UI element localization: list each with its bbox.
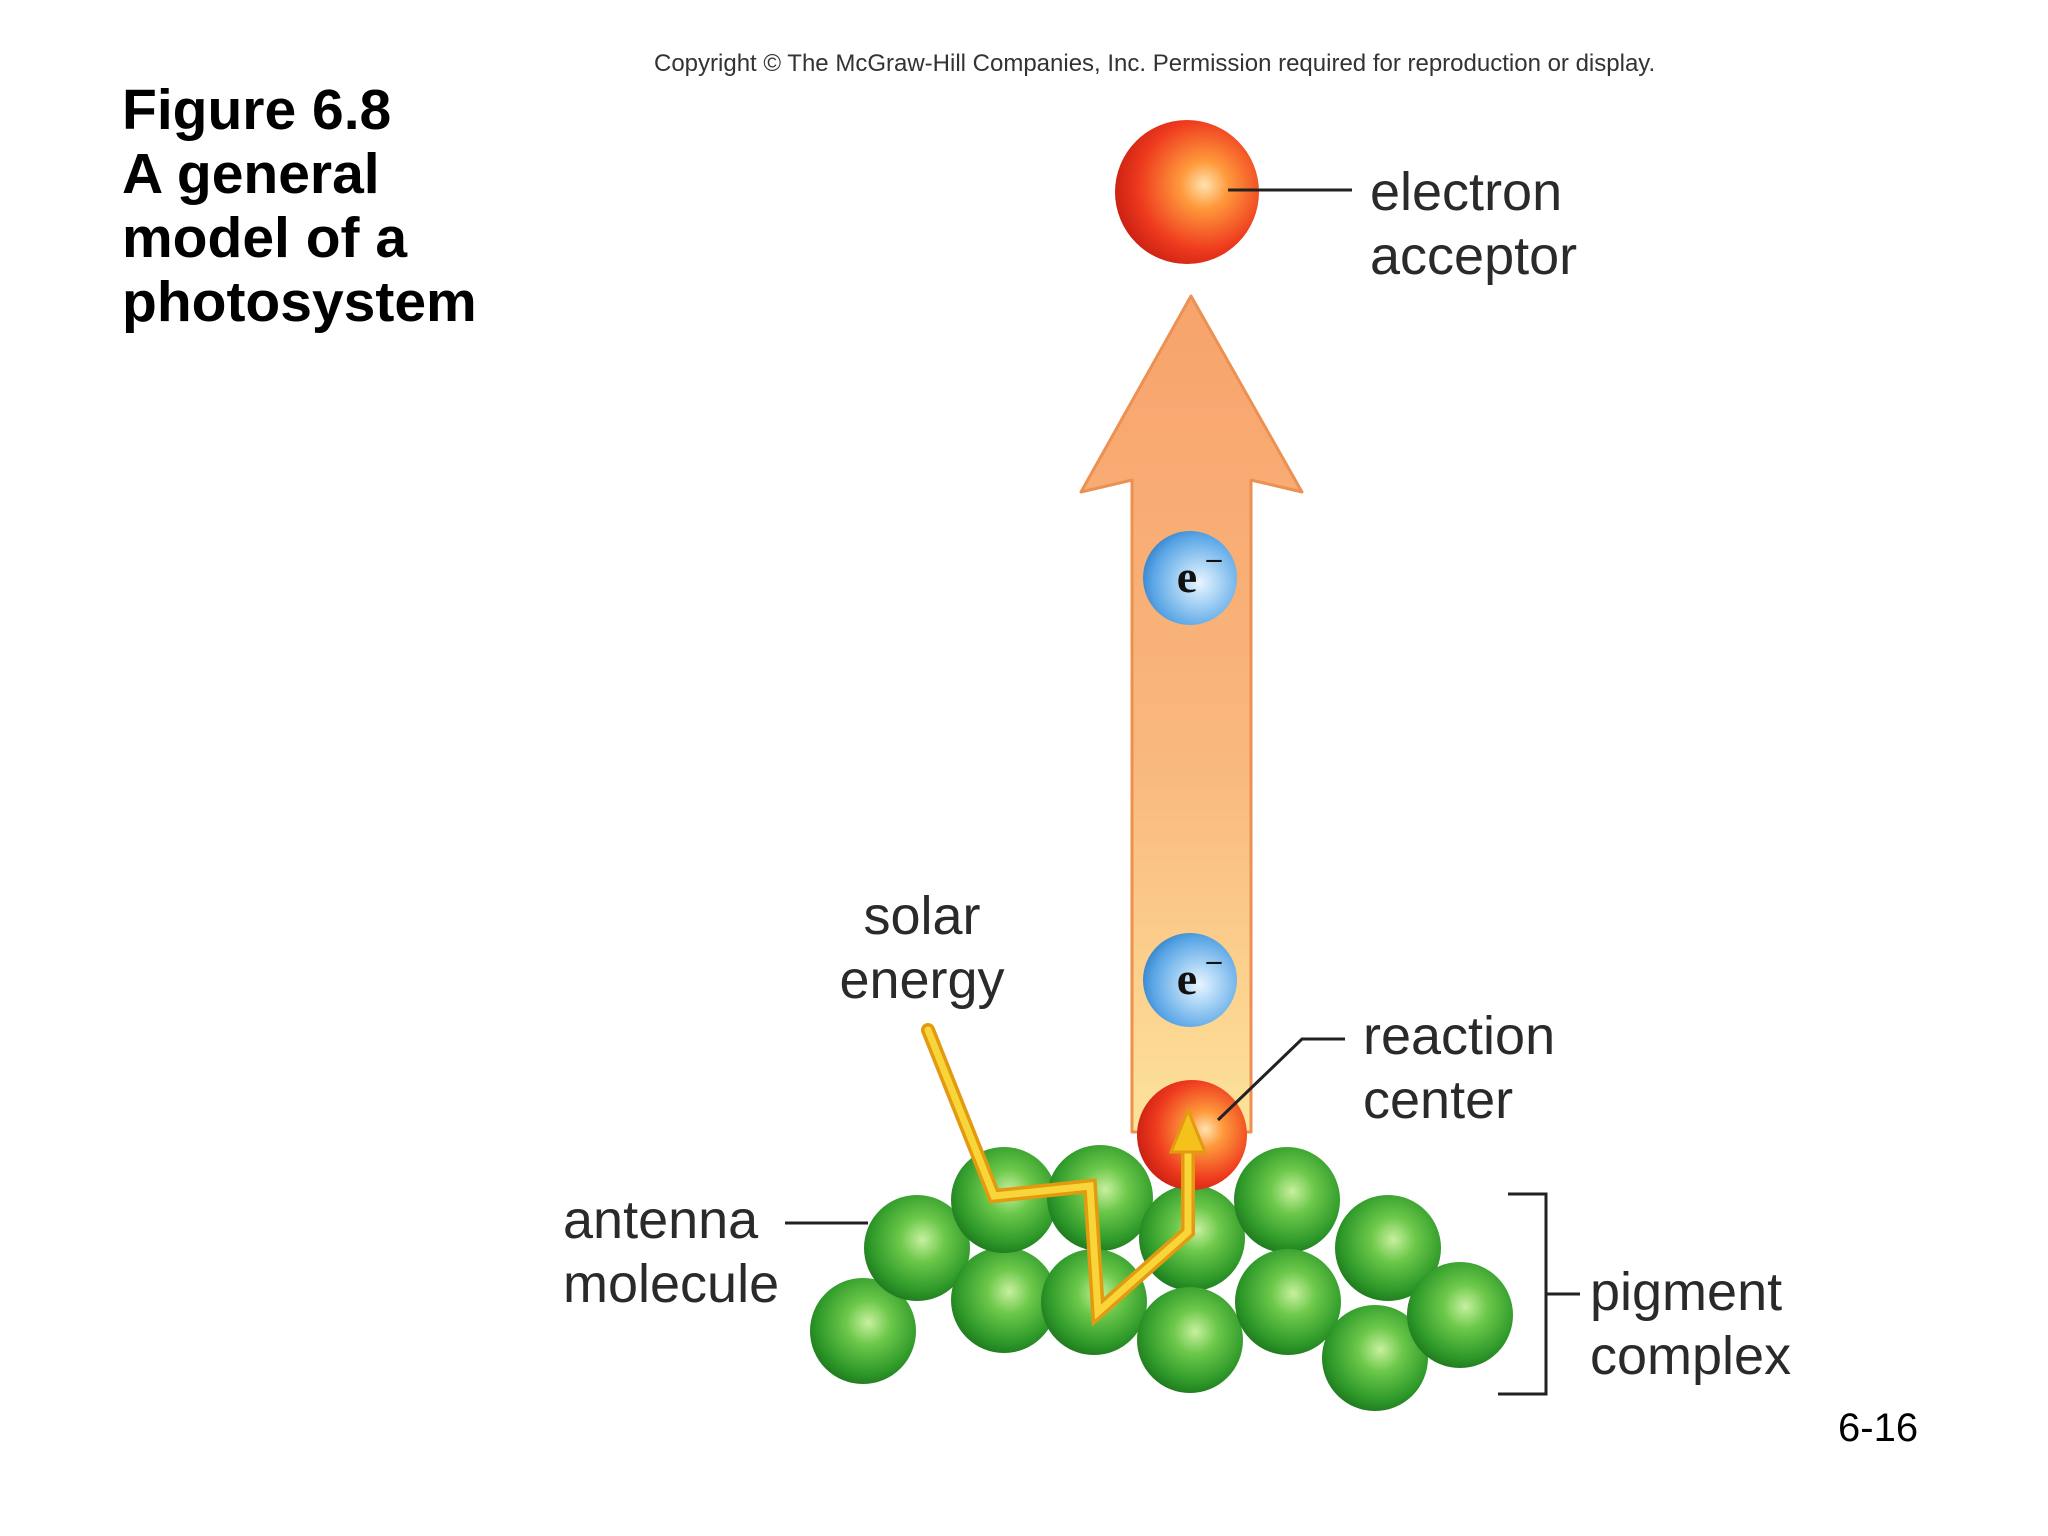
- electron-acceptor-label: electron acceptor: [1370, 160, 1577, 288]
- antenna-sphere: [1235, 1249, 1341, 1355]
- figure-title-block: Figure 6.8 A general model of a photosys…: [122, 78, 562, 334]
- slide-number: 6-16: [1838, 1406, 1919, 1450]
- antenna-sphere: [810, 1278, 916, 1384]
- electron-upper-symbol: e: [1177, 551, 1197, 602]
- electron-lower-sphere: [1143, 933, 1237, 1027]
- antenna-molecule-label-line-1: antenna: [563, 1190, 759, 1250]
- reaction-center-label-line-2: center: [1363, 1070, 1514, 1130]
- electron-acceptor-label-line-2: acceptor: [1370, 226, 1578, 286]
- antenna-sphere: [1407, 1262, 1513, 1368]
- antenna-sphere: [1139, 1185, 1245, 1291]
- pigment-complex-label: pigment complex: [1590, 1260, 1791, 1388]
- reaction-center-label-line-1: reaction: [1363, 1006, 1556, 1066]
- antenna-sphere: [1137, 1287, 1243, 1393]
- antenna-sphere: [951, 1247, 1057, 1353]
- electron-upper: e –: [1143, 531, 1237, 625]
- electron-lower-symbol: e: [1177, 953, 1197, 1004]
- solar-energy-lightning: [921, 1023, 1208, 1327]
- electron-acceptor-sphere: [1115, 120, 1259, 264]
- antenna-sphere: [1047, 1145, 1153, 1251]
- pigment-complex-label-line-1: pigment: [1590, 1262, 1783, 1322]
- antenna-sphere: [1234, 1147, 1340, 1253]
- solar-energy-label-line-1: solar: [863, 886, 981, 946]
- figure-title-line-3: photosystem: [122, 270, 477, 334]
- reaction-center-leader-line: [1216, 1037, 1345, 1122]
- pigment-complex-label-line-2: complex: [1590, 1326, 1792, 1386]
- figure-number: Figure 6.8: [122, 78, 392, 142]
- electron-lower-charge: –: [1206, 944, 1223, 977]
- solar-energy-label: solar energy: [832, 884, 1012, 1012]
- electron-upper-sphere: [1143, 531, 1237, 625]
- antenna-molecule-label-line-2: molecule: [563, 1254, 780, 1314]
- figure-title-line-2: model of a: [122, 206, 408, 270]
- pigment-complex-spheres: [810, 1145, 1513, 1411]
- antenna-sphere: [1335, 1195, 1441, 1301]
- solar-energy-label-line-2: energy: [839, 950, 1005, 1010]
- antenna-sphere: [864, 1195, 970, 1301]
- reaction-center-label: reaction center: [1363, 1004, 1555, 1132]
- antenna-sphere: [1322, 1305, 1428, 1411]
- electron-acceptor-label-line-1: electron: [1370, 162, 1563, 222]
- copyright-notice: Copyright © The McGraw-Hill Companies, I…: [654, 50, 1656, 77]
- antenna-molecule-label: antenna molecule: [563, 1188, 779, 1316]
- figure-title-line-1: A general: [122, 142, 380, 206]
- electron-upper-charge: –: [1206, 542, 1223, 575]
- electron-lower: e –: [1143, 933, 1237, 1027]
- energy-transfer-arrow: [1079, 294, 1304, 1134]
